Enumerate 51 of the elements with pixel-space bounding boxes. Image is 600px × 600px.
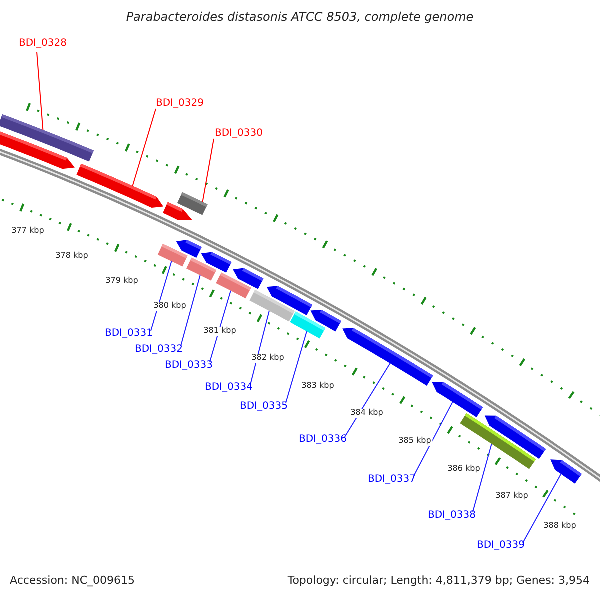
title-text: Parabacteroides distasonis ATCC 8503, complete genome bbox=[125, 11, 475, 24]
leader-line bbox=[180, 274, 201, 346]
leader-line bbox=[132, 108, 156, 187]
gene-label: BDI_0335 bbox=[240, 401, 288, 412]
gene-label: BDI_0333 bbox=[165, 360, 213, 371]
gene-feature bbox=[76, 164, 164, 208]
gene-bar bbox=[177, 192, 208, 216]
scale-label: 384 kbp bbox=[350, 409, 384, 418]
gene-label: BDI_0332 bbox=[135, 344, 183, 355]
gene-label: BDI_0337 bbox=[368, 474, 416, 485]
scale-label: 387 kbp bbox=[494, 492, 530, 501]
leader-line bbox=[414, 402, 454, 476]
scale-label: 388 kbp bbox=[542, 522, 578, 531]
gene-feature bbox=[266, 286, 313, 316]
scale-label: 378 kbp bbox=[54, 252, 90, 261]
gene-label: BDI_0336 bbox=[299, 434, 347, 445]
leader-line bbox=[344, 363, 391, 438]
scale-label: 386 kbp bbox=[446, 465, 482, 474]
scale-label: 385 kbp bbox=[398, 437, 432, 446]
leader-line bbox=[36, 52, 44, 131]
gene-label: BDI_0339 bbox=[477, 540, 525, 551]
scale-label: 379 kbp bbox=[104, 277, 140, 286]
leader-line bbox=[472, 444, 492, 512]
gene-label: BDI_0334 bbox=[205, 382, 253, 393]
genome-info-text: Topology: circular; Length: 4,811,379 bp; Genes: 3,954 bbox=[288, 575, 590, 588]
leader-line bbox=[202, 138, 214, 203]
leader-line bbox=[286, 331, 308, 404]
leader-line bbox=[250, 310, 270, 384]
gene-feature bbox=[201, 252, 232, 273]
gene-feature bbox=[342, 328, 434, 386]
gene-feature bbox=[0, 130, 75, 170]
scale-label: 377 kbp bbox=[10, 227, 46, 236]
gene-feature bbox=[233, 268, 264, 290]
gene-feature bbox=[484, 416, 546, 460]
gene-label: BDI_0331 bbox=[105, 328, 153, 339]
gene-feature bbox=[432, 382, 484, 418]
gene-feature bbox=[176, 240, 202, 258]
gene-feature bbox=[550, 460, 582, 484]
gene-label: BDI_0329 bbox=[156, 98, 204, 109]
leader-line bbox=[522, 474, 562, 544]
gene-label: BDI_0338 bbox=[428, 510, 476, 521]
gene-label: BDI_0330 bbox=[215, 128, 263, 139]
scale-label: 382 kbp bbox=[250, 354, 286, 363]
scale-label: 380 kbp bbox=[152, 302, 188, 311]
accession-text: Accession: NC_009615 bbox=[10, 575, 136, 588]
gene-feature bbox=[310, 310, 342, 332]
leader-line bbox=[150, 260, 172, 332]
scale-label: 383 kbp bbox=[300, 382, 336, 391]
scale-label: 381 kbp bbox=[202, 327, 238, 336]
leader-line bbox=[210, 290, 232, 362]
gene-label: BDI_0328 bbox=[19, 38, 67, 49]
